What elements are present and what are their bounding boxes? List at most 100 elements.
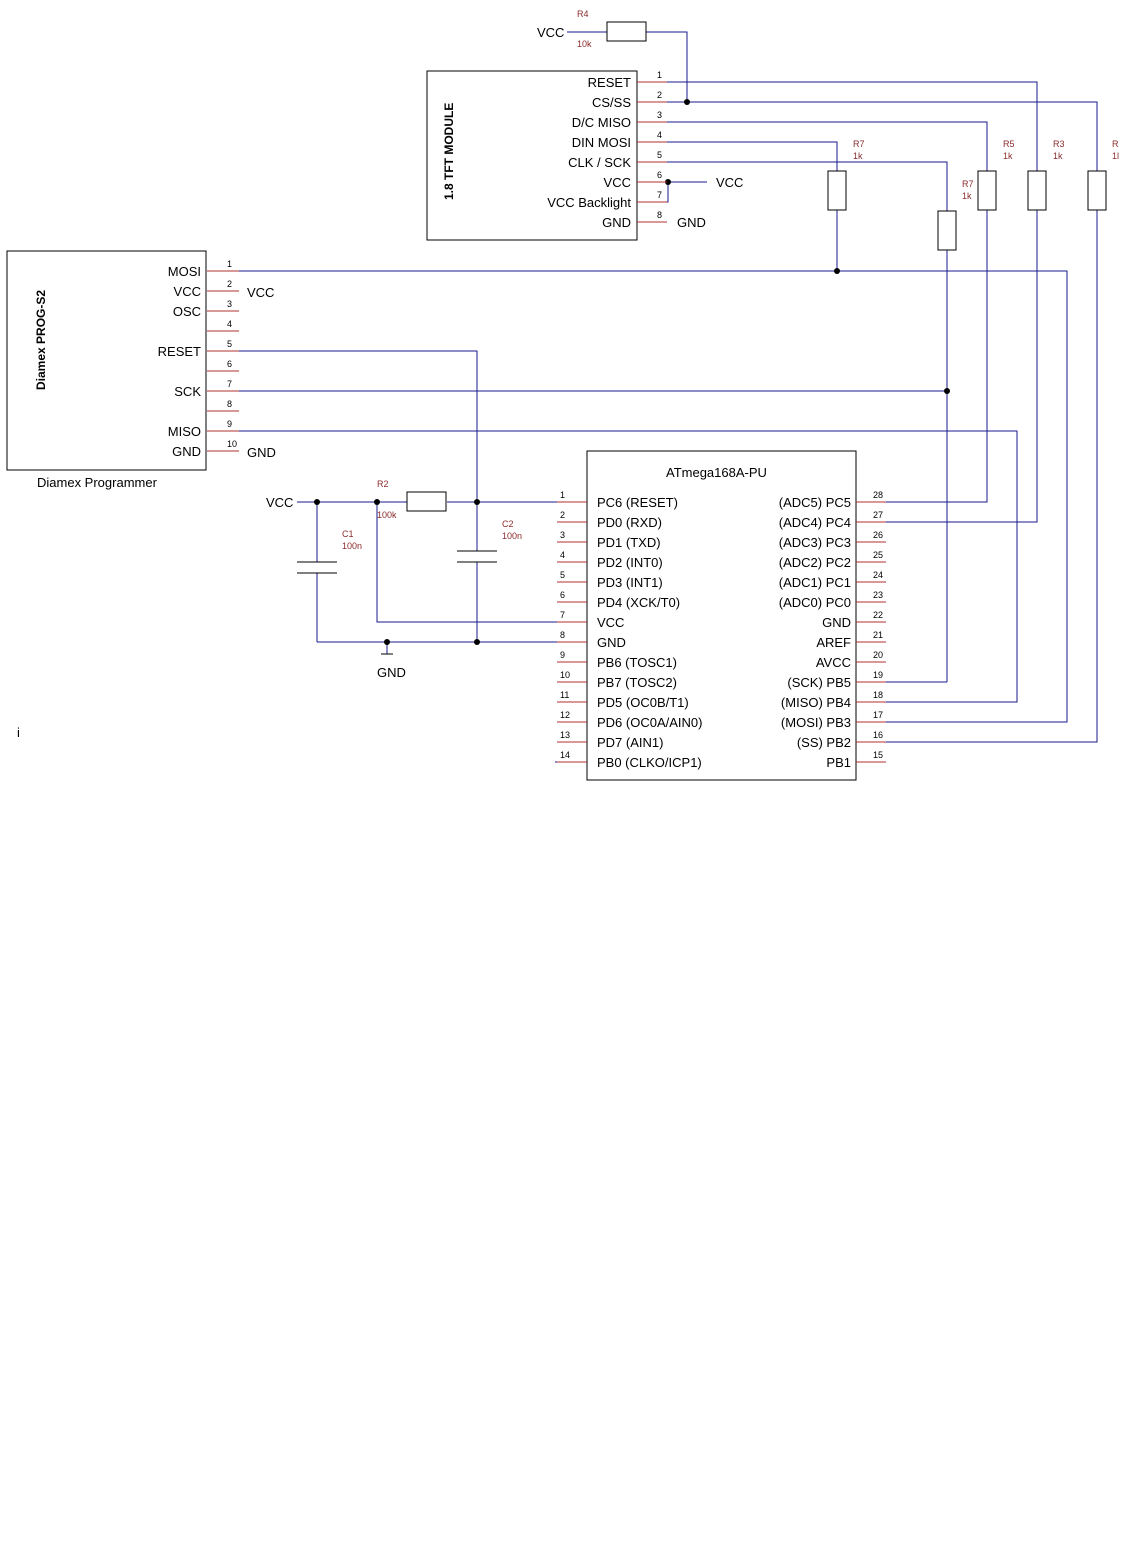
- pin-number: 14: [560, 750, 570, 760]
- programmer-box: [6, 250, 207, 471]
- resistor-r7b: [937, 210, 957, 251]
- pin-number: 12: [560, 710, 570, 720]
- pin-label: (MOSI) PB3: [781, 715, 851, 730]
- tft-pin-2: 2CS/SS: [592, 90, 667, 110]
- pin-number: 1: [227, 259, 232, 269]
- pin-number: 21: [873, 630, 883, 640]
- pin-number: 5: [227, 339, 232, 349]
- ref-r5: R5: [1003, 139, 1015, 149]
- junction-gnd-c2: [474, 639, 480, 645]
- value-r7a: 1k: [853, 151, 863, 161]
- junction-sck: [944, 388, 950, 394]
- pin-number: 6: [560, 590, 565, 600]
- resistor-r-edge: [1087, 170, 1107, 211]
- pin-label: PD7 (AIN1): [597, 735, 663, 750]
- pin-label: (ADC3) PC3: [779, 535, 851, 550]
- junction-vcc-c1: [314, 499, 320, 505]
- mcu-box: [586, 450, 857, 781]
- wire-r5-pc5: [886, 210, 988, 503]
- pin-number: 10: [227, 439, 237, 449]
- junction-vcc-mcu: [374, 499, 380, 505]
- pin-label: MISO: [168, 424, 201, 439]
- wire-tft-clk: [666, 161, 948, 211]
- pin-number: 7: [657, 190, 662, 200]
- programmer-pin-4: 4: [207, 319, 239, 332]
- pin-number: 5: [657, 150, 662, 160]
- pin-label: (SS) PB2: [797, 735, 851, 750]
- pin-label: (SCK) PB5: [787, 675, 851, 690]
- pin-label: PB0 (CLKO/ICP1): [597, 755, 702, 770]
- pin-number: 10: [560, 670, 570, 680]
- wire-tft-backlight: [666, 182, 669, 203]
- pin-number: 7: [227, 379, 232, 389]
- pin-label: SCK: [174, 384, 201, 399]
- pin-number: 13: [560, 730, 570, 740]
- pin-label: RESET: [588, 75, 631, 90]
- pin-number: 26: [873, 530, 883, 540]
- programmer-pin-6: 6: [207, 359, 239, 372]
- junction-gnd: [384, 639, 390, 645]
- ref-r2: R2: [377, 479, 389, 489]
- ref-r4: R4: [577, 9, 589, 19]
- ref-c2: C2: [502, 519, 514, 529]
- tft-module-box: [426, 70, 638, 241]
- pin-number: 22: [873, 610, 883, 620]
- pin-label: OSC: [173, 304, 201, 319]
- wire-mcu-vcc: [376, 502, 557, 623]
- value-c2: 100n: [502, 531, 522, 541]
- pin-label: PD3 (INT1): [597, 575, 663, 590]
- wire-r3-pc4: [886, 210, 1038, 523]
- pin-label: MOSI: [168, 264, 201, 279]
- pin-label: PD5 (OC0B/T1): [597, 695, 689, 710]
- mcu-title: ATmega168A-PU: [666, 465, 767, 480]
- ref-r3: R3: [1053, 139, 1065, 149]
- pin-label: CS/SS: [592, 95, 631, 110]
- pin-number: 17: [873, 710, 883, 720]
- pin-label: (ADC5) PC5: [779, 495, 851, 510]
- pin-label: PD0 (RXD): [597, 515, 662, 530]
- resistor-r4: [606, 21, 647, 42]
- pin-number: 27: [873, 510, 883, 520]
- wire-tft-dc: [666, 121, 988, 171]
- pin-number: 9: [560, 650, 565, 660]
- value-r-edge: 1l: [1112, 151, 1119, 161]
- programmer-pin-8: 8: [207, 399, 239, 412]
- pin-number: 23: [873, 590, 883, 600]
- pin-label: VCC: [174, 284, 201, 299]
- pin-label: AVCC: [816, 655, 851, 670]
- pin-number: 15: [873, 750, 883, 760]
- pin-label: PB7 (TOSC2): [597, 675, 677, 690]
- value-r3: 1k: [1053, 151, 1063, 161]
- programmer-title: Diamex PROG-S2: [34, 290, 48, 390]
- pin-label: (ADC2) PC2: [779, 555, 851, 570]
- pin-number: 1: [560, 490, 565, 500]
- pin-number: 4: [227, 319, 232, 329]
- pin-label: (ADC1) PC1: [779, 575, 851, 590]
- wire-r-pb2: [886, 210, 1098, 743]
- pin-number: 1: [657, 70, 662, 80]
- junction-tft-vcc: [665, 179, 671, 185]
- pin-number: 8: [227, 399, 232, 409]
- mcu-right-pin-17: 17 (MOSI) PB3: [781, 710, 886, 730]
- pin-number: 11: [560, 690, 569, 700]
- value-r4: 10k: [577, 39, 592, 49]
- value-r5: 1k: [1003, 151, 1013, 161]
- tft-pin-3: 3D/C MISO: [572, 110, 667, 130]
